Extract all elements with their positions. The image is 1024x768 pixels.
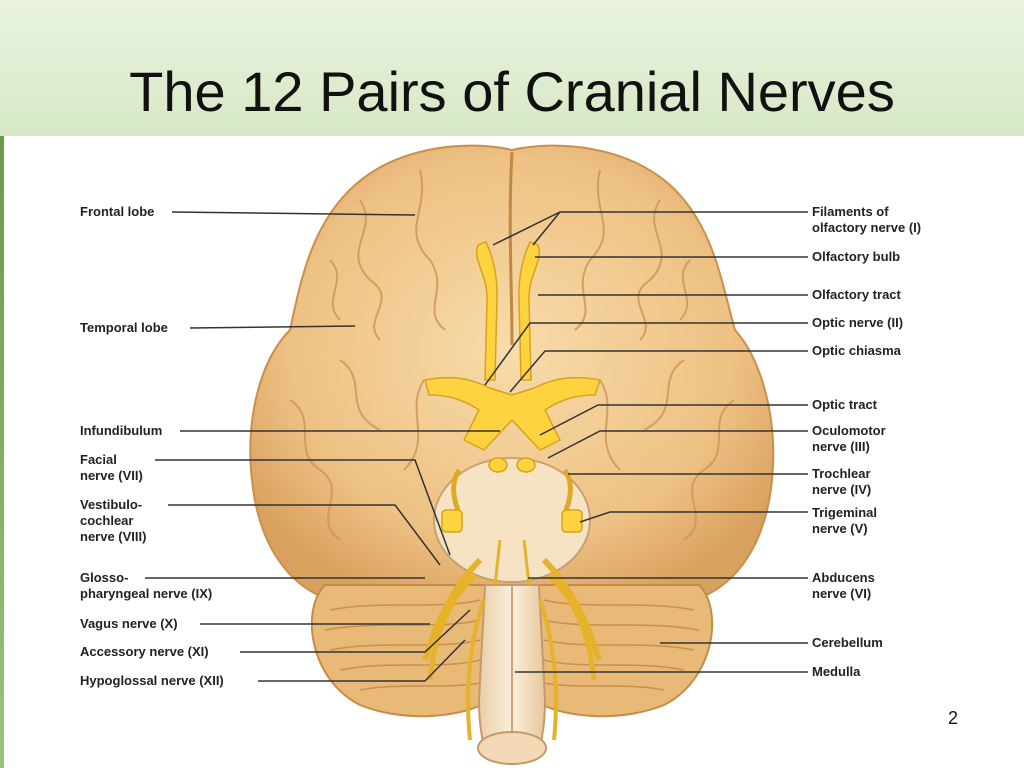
label-trochlear-nerve: Trochlear nerve (IV) bbox=[812, 466, 872, 497]
leader-lines bbox=[145, 211, 808, 682]
pons-shape bbox=[433, 457, 591, 583]
label-vestibulocochlear-nerve: Vestibulo- cochlear nerve (VIII) bbox=[80, 497, 147, 544]
label-accessory-nerve: Accessory nerve (XI) bbox=[80, 644, 209, 659]
label-trigeminal-nerve: Trigeminal nerve (V) bbox=[812, 505, 878, 536]
nerve-structures bbox=[422, 241, 602, 741]
left-accent-strip bbox=[0, 136, 4, 768]
label-olfactory-tract: Olfactory tract bbox=[812, 287, 901, 302]
label-oculomotor-nerve: Oculomotor nerve (III) bbox=[812, 423, 886, 454]
label-infundibulum: Infundibulum bbox=[80, 423, 163, 438]
label-olfactory-bulb: Olfactory bulb bbox=[812, 249, 901, 264]
slide-page-number: 2 bbox=[948, 708, 959, 728]
slide-title: The 12 Pairs of Cranial Nerves bbox=[129, 60, 895, 123]
label-frontal-lobe: Frontal lobe bbox=[80, 204, 155, 219]
label-optic-tract: Optic tract bbox=[812, 397, 878, 412]
title-band bbox=[0, 0, 1024, 136]
label-hypoglossal-nerve: Hypoglossal nerve (XII) bbox=[80, 673, 224, 688]
label-glossopharyngeal-nerve: Glosso- pharyngeal nerve (IX) bbox=[80, 570, 213, 601]
label-cerebellum: Cerebellum bbox=[812, 635, 883, 650]
label-optic-chiasma: Optic chiasma bbox=[812, 343, 901, 358]
label-medulla: Medulla bbox=[812, 664, 861, 679]
label-abducens-nerve: Abducens nerve (VI) bbox=[812, 570, 875, 601]
label-vagus-nerve: Vagus nerve (X) bbox=[80, 616, 178, 631]
cerebrum-shape bbox=[249, 144, 775, 601]
label-optic-nerve: Optic nerve (II) bbox=[812, 315, 904, 330]
label-facial-nerve: Facial nerve (VII) bbox=[80, 452, 143, 483]
label-temporal-lobe: Temporal lobe bbox=[80, 320, 168, 335]
label-filaments-olfactory-nerve: Filaments of olfactory nerve (I) bbox=[812, 204, 922, 235]
